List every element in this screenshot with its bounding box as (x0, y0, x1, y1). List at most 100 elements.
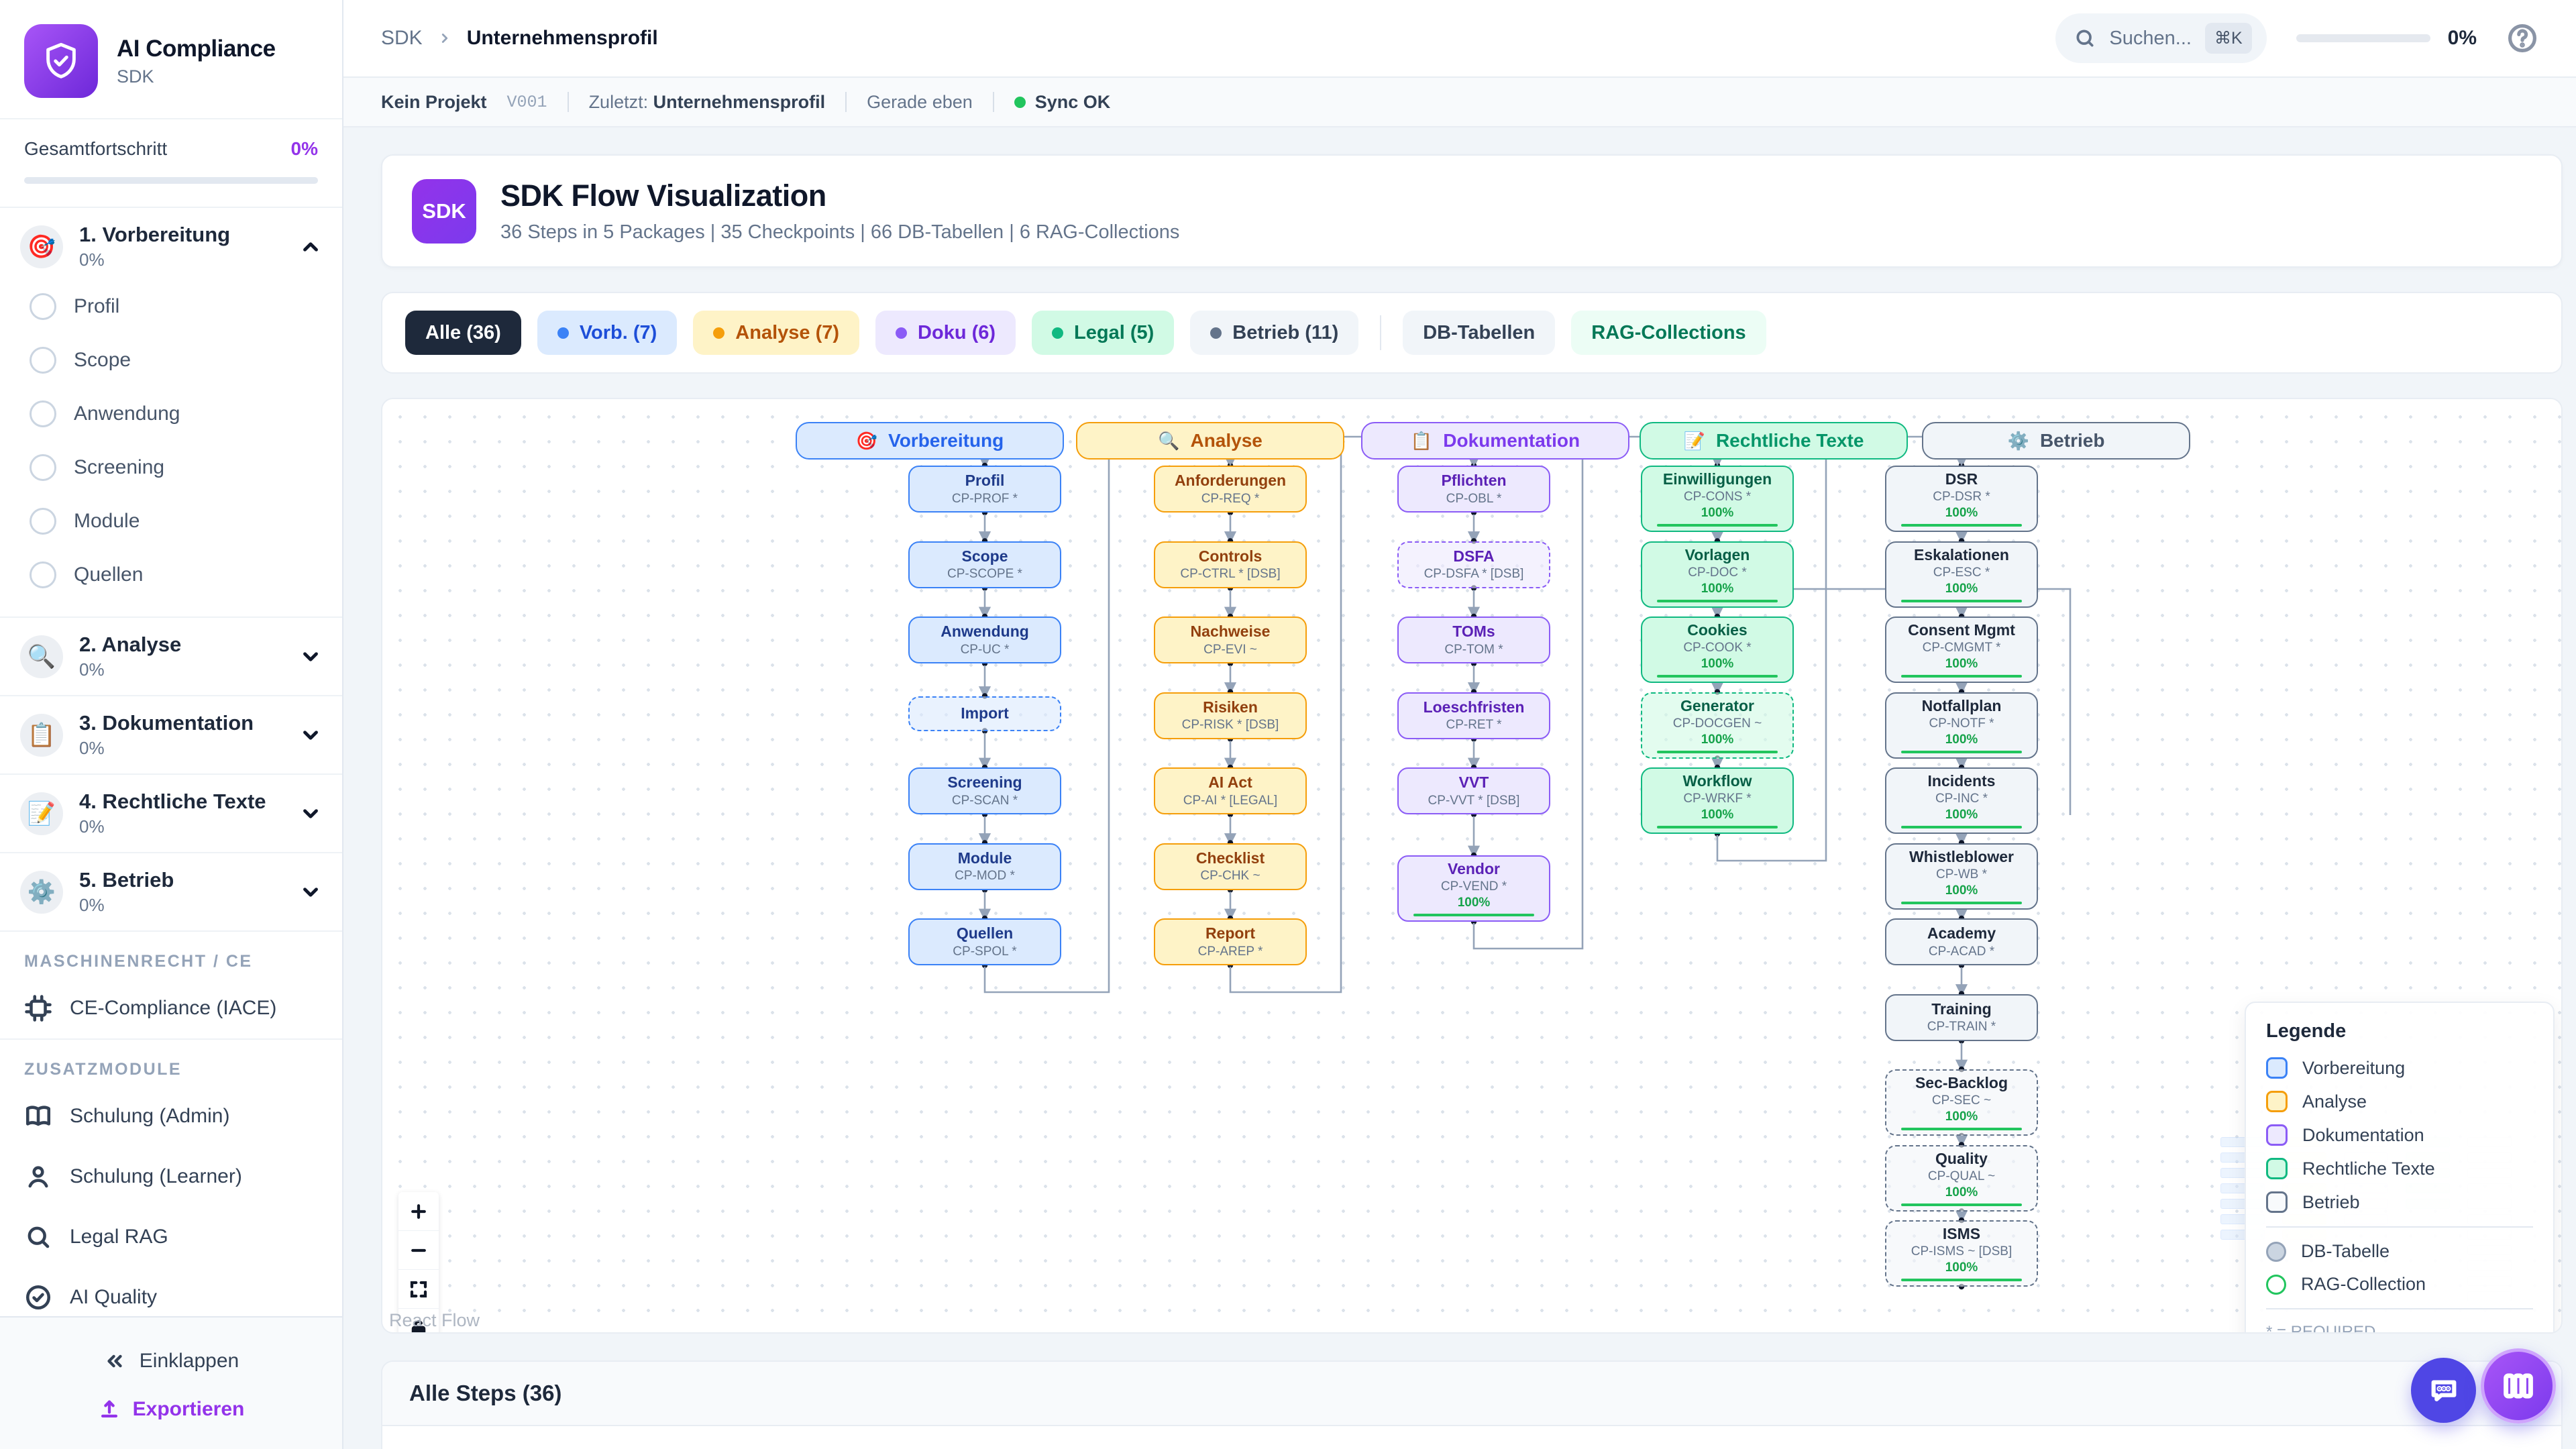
flow-group-header-betrieb[interactable]: ⚙️Betrieb (1922, 422, 2190, 460)
filter-chip-betrieb-11-[interactable]: Betrieb (11) (1190, 311, 1359, 355)
filter-chip-doku-6-[interactable]: Doku (6) (875, 311, 1016, 355)
node-progress-value: 100% (1701, 657, 1734, 672)
node-title: Pflichten (1441, 472, 1507, 490)
node-checkpoint-code: CP-QUAL ~ (1927, 1169, 1996, 1183)
chip-icon (25, 995, 52, 1022)
section-toggle[interactable]: ⚙️ 5. Betrieb 0% (20, 868, 322, 916)
sidebar-item-legal-rag[interactable]: Legal RAG (0, 1207, 342, 1267)
step-status-circle-icon (30, 347, 56, 374)
sidebar-item-ai-quality[interactable]: AI Quality (0, 1267, 342, 1316)
section-percent: 0% (79, 816, 105, 837)
chat-fab-button[interactable] (2411, 1358, 2476, 1423)
package-emoji-icon: 🔍 (1158, 430, 1180, 451)
flow-group-header-legal[interactable]: 📝Rechtliche Texte (1640, 422, 1908, 460)
sidebar-item-screening[interactable]: Screening (20, 441, 322, 494)
sidebar-item-label: CE-Compliance (IACE) (70, 997, 277, 1019)
flow-group-header-dokumentation[interactable]: 📋Dokumentation (1361, 422, 1629, 460)
filter-chip-analyse-7-[interactable]: Analyse (7) (693, 311, 860, 355)
divider (567, 92, 569, 112)
breadcrumb-sdk[interactable]: SDK (381, 27, 423, 49)
sidebar-item-quellen[interactable]: Quellen (20, 548, 322, 602)
lock-toggle-button[interactable] (398, 1309, 439, 1332)
section-emoji-icon: 🔍 (20, 635, 63, 678)
node-title: Sec-Backlog (1915, 1074, 2008, 1091)
zoom-out-button[interactable] (398, 1231, 439, 1270)
legend-swatch-icon (2266, 1124, 2288, 1146)
filter-chip-rag-collections[interactable]: RAG-Collections (1571, 311, 1766, 355)
sidebar-item-scope[interactable]: Scope (20, 333, 322, 387)
check-circle-icon (25, 1285, 51, 1310)
sidebar-item-schulung-learner-[interactable]: Schulung (Learner) (0, 1146, 342, 1207)
section-toggle[interactable]: 📝 4. Rechtliche Texte 0% (20, 790, 322, 837)
sidebar-item-module[interactable]: Module (20, 494, 322, 548)
sidebar-item-schulung-admin-[interactable]: Schulung (Admin) (0, 1086, 342, 1146)
section-percent: 0% (79, 659, 105, 680)
flow-node-import[interactable]: Import (908, 696, 1061, 731)
section-toggle[interactable]: 📋 3. Dokumentation 0% (20, 711, 322, 759)
sidebar: AI Compliance SDK Gesamtfortschritt 0% 🎯… (0, 0, 343, 1449)
node-title: Academy (1927, 924, 1996, 943)
user-icon (28, 1166, 48, 1188)
node-progress-bar (1901, 901, 2022, 904)
flow-group-header-analyse[interactable]: 🔍Analyse (1076, 422, 1344, 460)
sidebar-item-anwendung[interactable]: Anwendung (20, 387, 322, 441)
node-progress-value: 100% (1945, 1185, 1978, 1199)
sync-ok-dot (1014, 96, 1026, 108)
filter-chip-db-tabellen[interactable]: DB-Tabellen (1403, 311, 1556, 355)
section-toggle[interactable]: 🔍 2. Analyse 0% (20, 633, 322, 680)
fit-view-button[interactable] (398, 1270, 439, 1309)
section-toggle[interactable]: 🎯 1. Vorbereitung 0% (20, 223, 322, 270)
filter-chip-alle-36-[interactable]: Alle (36) (405, 311, 521, 355)
filter-chip-legal-5-[interactable]: Legal (5) (1032, 311, 1175, 355)
section-percent: 0% (79, 250, 105, 270)
zoom-in-button[interactable] (398, 1192, 439, 1231)
filter-chip-vorb-7-[interactable]: Vorb. (7) (537, 311, 678, 355)
collapse-sidebar-button[interactable]: Einklappen (0, 1338, 342, 1385)
panel-toggle-fab-button[interactable] (2481, 1348, 2556, 1424)
sidebar-item-ce-compliance-iace-[interactable]: CE-Compliance (IACE) (0, 978, 342, 1038)
divider (845, 92, 847, 112)
search-input[interactable]: Suchen... ⌘K (2055, 13, 2267, 63)
export-button[interactable]: Exportieren (0, 1385, 342, 1426)
node-checkpoint-code: CP-INC * (1935, 792, 1988, 806)
sidebar-item-profil[interactable]: Profil (20, 280, 322, 333)
help-button[interactable] (2506, 22, 2538, 54)
flow-group-header-vorbereitung[interactable]: 🎯Vorbereitung (796, 422, 1064, 460)
